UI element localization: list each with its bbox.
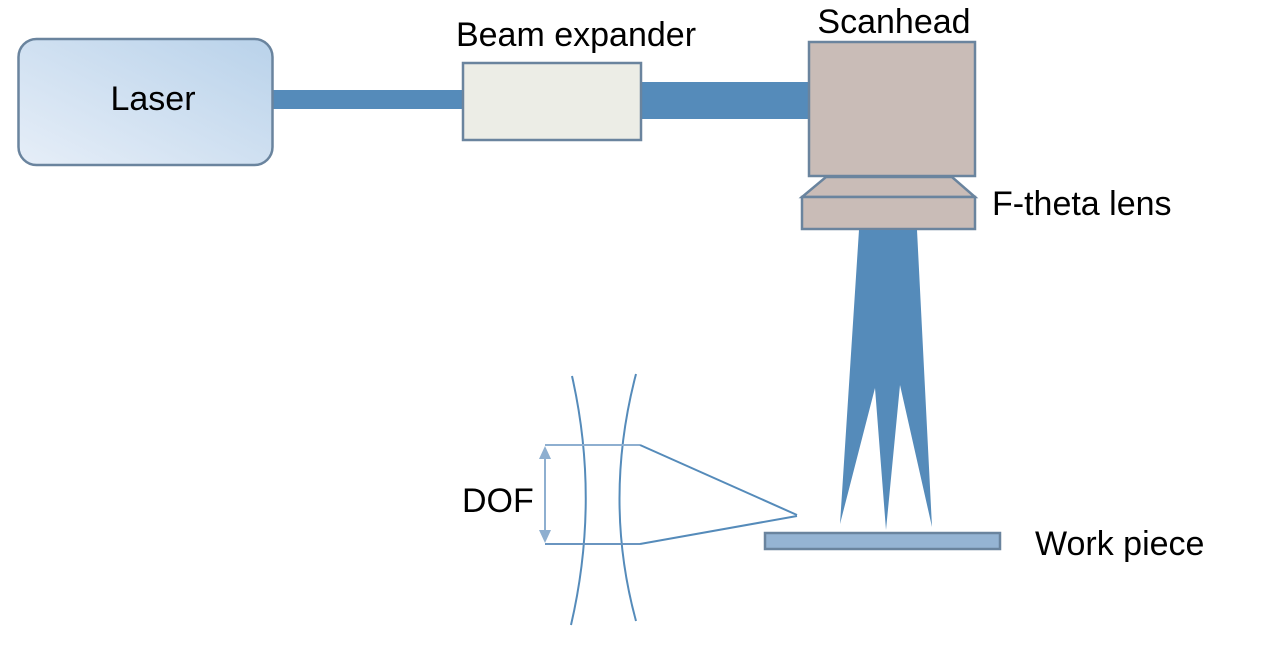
- dof-arrow-head-up: [539, 446, 551, 459]
- scanned-beam-cone: [840, 230, 932, 530]
- callout-line-bottom: [639, 515, 798, 545]
- laser-box: [17, 37, 274, 167]
- f-theta-lens-body: [800, 195, 977, 231]
- laser-label: Laser: [110, 80, 195, 118]
- dof-label: DOF: [462, 482, 534, 520]
- f-theta-lens-label: F-theta lens: [992, 185, 1172, 223]
- f-theta-lens-trapezoid: [798, 175, 979, 199]
- callout-line-top: [639, 444, 798, 516]
- beam-waist-right-curve: [618, 373, 637, 622]
- work-piece-label: Work piece: [1035, 525, 1204, 563]
- dof-arrow-head-down: [539, 530, 551, 543]
- beam-expander-label: Beam expander: [456, 16, 696, 54]
- scanhead-box: [807, 40, 977, 178]
- beam-waist-left-curve: [570, 375, 587, 626]
- beam-laser-to-expander: [272, 90, 464, 109]
- beam-expander-box: [461, 61, 643, 142]
- beam-expander-to-scanhead: [640, 82, 811, 119]
- work-piece: [763, 531, 1002, 551]
- scanhead-label: Scanhead: [817, 3, 970, 41]
